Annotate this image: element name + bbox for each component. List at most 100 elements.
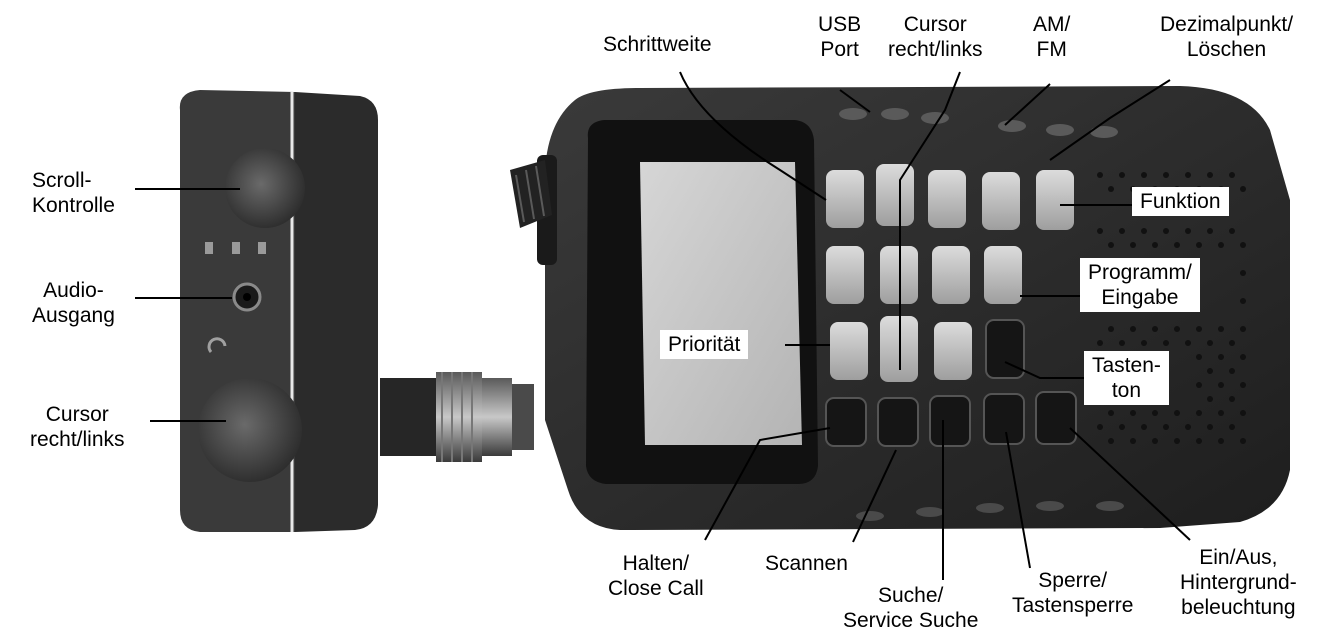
lcd-screen xyxy=(640,162,802,445)
grille-hole xyxy=(1097,424,1103,430)
label-line: Suche/ xyxy=(878,584,944,607)
label-tastenton: Tasten- ton xyxy=(1084,351,1169,405)
grille-hole xyxy=(1108,438,1114,444)
label-schrittweite: Schrittweite xyxy=(603,32,712,57)
grille-hole xyxy=(1229,340,1235,346)
grille-hole xyxy=(1240,382,1246,388)
key-3 xyxy=(928,170,966,228)
label-line: Funktion xyxy=(1140,190,1221,213)
label-line: Programm/ xyxy=(1088,261,1192,284)
grille-hole xyxy=(1097,228,1103,234)
label-line: Priorität xyxy=(668,333,741,356)
grille-hole xyxy=(1174,242,1180,248)
label-scannen: Scannen xyxy=(765,551,848,576)
grille-hole xyxy=(1108,326,1114,332)
keypad[interactable] xyxy=(825,164,1077,447)
label-line: Tasten- xyxy=(1092,354,1161,377)
label-line: Service Suche xyxy=(843,609,979,632)
key-search xyxy=(929,395,971,447)
grille-hole xyxy=(1207,396,1213,402)
label-line: Sperre/ xyxy=(1038,569,1108,592)
grille-hole xyxy=(1207,368,1213,374)
antenna-connector xyxy=(380,372,534,462)
label-line: Tastensperre xyxy=(1012,594,1134,617)
grille-hole xyxy=(1196,382,1202,388)
key-up xyxy=(876,164,914,226)
key-scan xyxy=(877,397,919,447)
label-cursor-left: Cursor recht/links xyxy=(30,402,125,452)
grille-hole xyxy=(1097,172,1103,178)
grille-hole xyxy=(1152,242,1158,248)
grille-hole xyxy=(1229,228,1235,234)
grille-hole xyxy=(1240,298,1246,304)
grille-hole xyxy=(1218,242,1224,248)
label-line: recht/links xyxy=(30,428,125,451)
grille-hole xyxy=(1108,186,1114,192)
key-decimal xyxy=(982,172,1020,230)
scroll-knob[interactable] xyxy=(225,148,305,228)
label-ein-aus: Ein/Aus, Hintergrund- beleuchtung xyxy=(1180,545,1297,620)
label-line: Scannen xyxy=(765,552,848,575)
label-audio-ausgang: Audio- Ausgang xyxy=(32,278,115,328)
grille-hole xyxy=(1130,242,1136,248)
label-funktion: Funktion xyxy=(1132,187,1229,216)
grille-hole xyxy=(1218,326,1224,332)
grille-hole xyxy=(1141,340,1147,346)
key-program xyxy=(985,319,1025,379)
bottom-edge-buttons[interactable] xyxy=(856,501,1124,521)
grille-hole xyxy=(1229,172,1235,178)
grille-hole xyxy=(1163,228,1169,234)
grille-hole xyxy=(1130,410,1136,416)
grille-hole xyxy=(1196,354,1202,360)
label-line: Audio- xyxy=(43,279,104,302)
grille-hole xyxy=(1229,424,1235,430)
grille-hole xyxy=(1119,228,1125,234)
grille-hole xyxy=(1174,326,1180,332)
label-line: Dezimalpunkt/ xyxy=(1160,13,1294,36)
grille-hole xyxy=(1185,424,1191,430)
grille-hole xyxy=(1207,340,1213,346)
label-line: Scroll- xyxy=(32,169,92,192)
grille-hole xyxy=(1152,326,1158,332)
grille-hole xyxy=(1141,172,1147,178)
cursor-wheel[interactable] xyxy=(198,378,302,482)
label-am-fm: AM/ FM xyxy=(1033,12,1070,62)
grille-hole xyxy=(1240,270,1246,276)
top-edge-buttons[interactable] xyxy=(839,108,1118,138)
label-line: FM xyxy=(1036,38,1067,61)
label-line: Löschen xyxy=(1186,38,1267,61)
grille-hole xyxy=(1174,438,1180,444)
label-halten: Halten/ Close Call xyxy=(608,551,704,601)
grille-hole xyxy=(1240,410,1246,416)
grille-hole xyxy=(1119,424,1125,430)
key-function xyxy=(1036,170,1074,230)
label-line: Kontrolle xyxy=(32,194,115,217)
key-9 xyxy=(934,322,972,380)
grille-hole xyxy=(1218,382,1224,388)
grille-hole xyxy=(1174,410,1180,416)
grille-hole xyxy=(1163,172,1169,178)
grille-hole xyxy=(1152,410,1158,416)
label-cursor-top: Cursor recht/links xyxy=(888,12,983,62)
label-programm: Programm/ Eingabe xyxy=(1080,258,1200,312)
side-view xyxy=(179,90,378,532)
key-hold xyxy=(825,397,867,447)
speaker-grille xyxy=(1097,172,1246,444)
label-line: beleuchtung xyxy=(1181,596,1296,619)
grille-hole xyxy=(1240,186,1246,192)
grille-hole xyxy=(1207,228,1213,234)
volume-knob[interactable] xyxy=(510,155,557,265)
key-6 xyxy=(932,246,970,304)
grille-hole xyxy=(1108,410,1114,416)
grille-hole xyxy=(1218,438,1224,444)
grille-hole xyxy=(1196,438,1202,444)
label-sperre: Sperre/ Tastensperre xyxy=(1012,568,1133,618)
grille-hole xyxy=(1229,368,1235,374)
grille-hole xyxy=(1130,438,1136,444)
grille-hole xyxy=(1196,242,1202,248)
label-line: Close Call xyxy=(608,577,704,600)
label-line: Port xyxy=(820,38,859,61)
label-line: Schrittweite xyxy=(603,33,712,56)
grille-hole xyxy=(1108,242,1114,248)
grille-hole xyxy=(1185,340,1191,346)
